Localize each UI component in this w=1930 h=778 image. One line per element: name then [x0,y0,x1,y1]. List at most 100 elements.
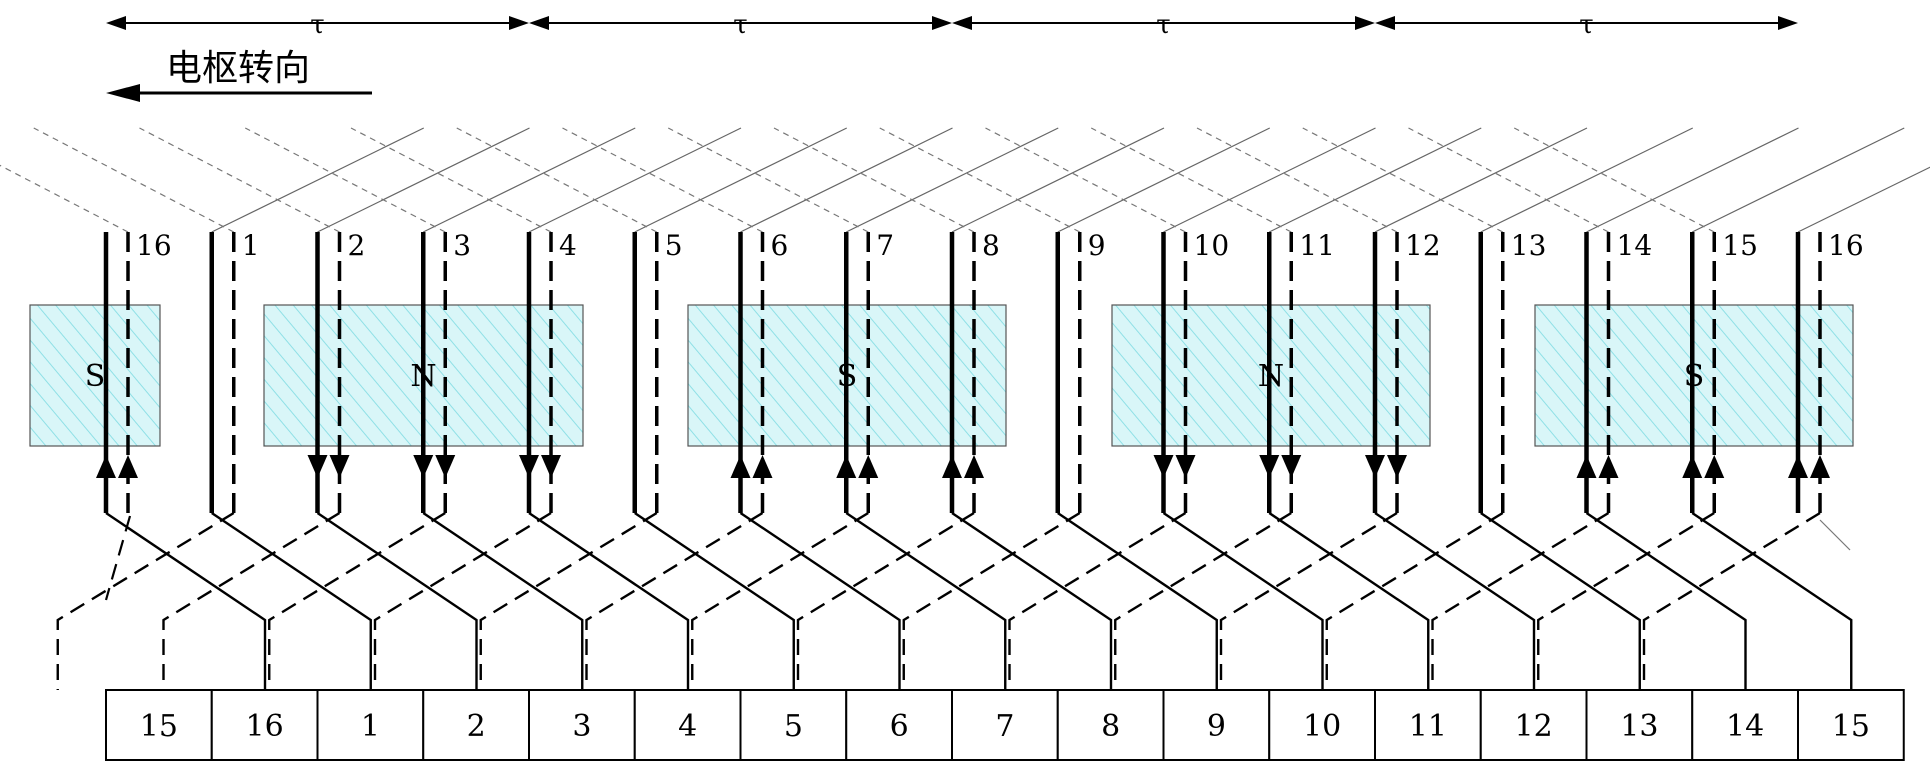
current-arrow-down [1259,455,1280,478]
current-arrow-up [1682,455,1703,478]
pole-pitch-arrowhead [1355,16,1375,30]
commutator-segment-label: 3 [572,709,591,744]
pole-pitch-arrowhead [952,16,972,30]
commutator-segment-label: 5 [784,709,803,744]
commutator-segment-label: 14 [1726,709,1764,744]
commutator-segment [1162,689,1271,761]
pole-pitch-arrowhead [106,16,126,30]
back-end-wire [1586,127,1799,233]
slot-number-label: 12 [1405,229,1441,262]
commutator-segment-label: 16 [246,709,284,744]
commutator-segment-label: 11 [1409,709,1447,744]
back-end-wire [1691,127,1905,233]
commutator-segment [633,689,742,761]
current-arrow-down [329,455,350,478]
front-end-wire-dashed [1008,511,1187,690]
magnetic-poles: SNSNS [29,304,1854,447]
back-end-wire-dashed [139,127,340,233]
front-end-wire [422,512,584,690]
slot-number-label: 2 [348,229,366,262]
back-end-wire [845,127,1059,233]
pole-pitch-arrowhead [932,16,952,30]
commutator-segment [1585,689,1694,761]
back-end-wire [1163,127,1376,233]
front-end-wire-dashed [56,511,235,690]
slot-number-label: 16 [1828,229,1864,262]
current-arrow-down [541,455,561,478]
commutator-segment-label: 1 [361,709,380,744]
front-end-wire [105,512,267,690]
slot-number-label: 14 [1617,229,1653,262]
back-end-wire-dashed [244,127,446,233]
commutator-segment-label: 6 [890,709,909,744]
back-end-wire-dashed [1196,127,1398,233]
front-end-wire-dashed [162,511,341,690]
front-end-wire [1162,512,1324,690]
front-end-wire-dashed [1219,511,1398,690]
current-arrow-up [942,455,962,478]
back-end-wire-dashed [1408,127,1609,233]
current-arrow-up [836,455,857,478]
back-end-wire-dashed [33,127,235,233]
back-end-wire-dashed [456,127,658,233]
slot-number-label: 8 [982,229,1000,262]
front-end-wire-dashed [479,511,658,690]
back-end-wire-dashed [985,127,1186,233]
pole-pitch-arrowhead [1375,16,1395,30]
slot-number-label: 3 [453,229,471,262]
front-end-wire-dashed [1431,511,1610,690]
slot-number-label: 16 [136,229,172,262]
current-arrow-up [96,455,116,478]
commutator-segment [739,689,848,761]
commutator-segment-label: 2 [467,709,486,744]
back-end-wire-dashed [667,127,869,233]
back-end-wire [951,127,1165,233]
front-end-wire [634,512,795,690]
current-arrow-down [1387,455,1407,478]
current-arrow-up [1810,455,1830,478]
current-arrow-down [1281,455,1302,478]
slot-number-label: 1 [242,229,260,262]
back-end-wire-dashed [1302,127,1504,233]
front-end-wire-dashed [373,511,552,690]
slot-number-label: 11 [1299,229,1335,262]
front-end-wire [951,512,1113,690]
front-end-wire-dashed [902,511,1081,690]
pole-pitch-label: τ [733,10,747,40]
magnetic-pole [29,304,161,447]
slot-number-label: 10 [1194,229,1230,262]
back-end-wire-dashed [0,164,129,233]
current-arrow-up [1704,455,1725,478]
back-end-wire-dashed [773,127,975,233]
front-end-wire [739,512,901,690]
commutator-segment [1268,689,1376,761]
commutator-segment-label: 15 [1832,709,1870,744]
back-end-wire [1797,166,1930,233]
front-end-wire [1480,512,1641,690]
slot-number-label: 13 [1511,229,1547,262]
rotation-direction-indicator: 电枢转向 [106,48,372,102]
commutator-segment [1056,689,1165,761]
back-end-wire [740,127,953,233]
front-end-wire [528,512,690,690]
commutator-segment-label: 8 [1101,709,1120,744]
end-connections [0,127,1930,690]
commutator-segment [951,689,1059,761]
slot-number-label: 15 [1722,229,1758,262]
current-arrow-down [1153,455,1174,478]
commutator-segment-label: 9 [1207,709,1226,744]
commutator-segment [1797,689,1905,761]
commutator-segment [210,689,319,761]
back-end-wire [1057,127,1271,233]
front-end-wire-dashed [1642,511,1821,690]
pole-pitch-arrowhead [529,16,549,30]
back-end-wire-dashed [1513,127,1715,233]
current-arrow-up [752,455,773,478]
commutator-segment-label: 13 [1620,709,1658,744]
current-arrow-up [858,455,879,478]
slot-number-label: 7 [876,229,894,262]
back-end-wire-dashed [562,127,763,233]
back-end-wire-dashed [1090,127,1292,233]
